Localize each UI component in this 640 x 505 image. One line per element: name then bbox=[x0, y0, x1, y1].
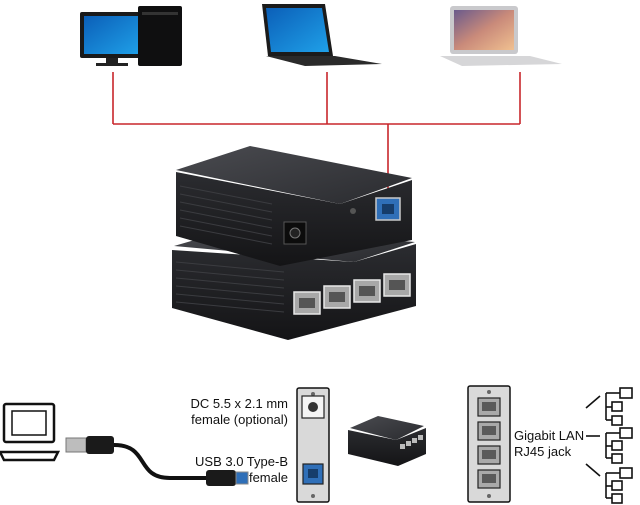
rj45-port-opening bbox=[482, 426, 496, 435]
lan-port-label-line2: RJ45 jack bbox=[514, 444, 572, 459]
desktop-pc-icon bbox=[80, 6, 182, 66]
dc-jack-label-line1: DC 5.5 x 2.1 mm bbox=[190, 396, 288, 411]
rj45-ports-main bbox=[293, 273, 411, 315]
rj45-port-opening bbox=[482, 474, 496, 483]
network-topology-icon bbox=[585, 387, 633, 504]
windows-laptop-icon bbox=[262, 4, 382, 66]
device-small-photo bbox=[348, 416, 426, 466]
usb-port-label: USB 3.0 Type-B female bbox=[176, 454, 288, 486]
lan-port-label: Gigabit LAN RJ45 jack bbox=[514, 428, 594, 460]
dc-jack-label: DC 5.5 x 2.1 mm female (optional) bbox=[176, 396, 288, 428]
macbook-laptop-icon bbox=[440, 6, 562, 66]
usb-cable-icon bbox=[65, 436, 249, 486]
rj45-port-opening bbox=[482, 402, 496, 411]
laptop-outline-icon bbox=[0, 402, 61, 462]
usb-port-label-line1: USB 3.0 Type-B bbox=[195, 454, 288, 469]
rj45-panel bbox=[467, 385, 511, 503]
usb-port-label-line2: female bbox=[248, 470, 288, 485]
lan-port-label-line1: Gigabit LAN bbox=[514, 428, 585, 443]
usb-ethernet-adapter-photo bbox=[172, 146, 416, 340]
rj45-port-opening bbox=[482, 450, 496, 459]
dc-jack-label-line2: female (optional) bbox=[191, 412, 288, 427]
power-usb-panel bbox=[296, 387, 330, 503]
